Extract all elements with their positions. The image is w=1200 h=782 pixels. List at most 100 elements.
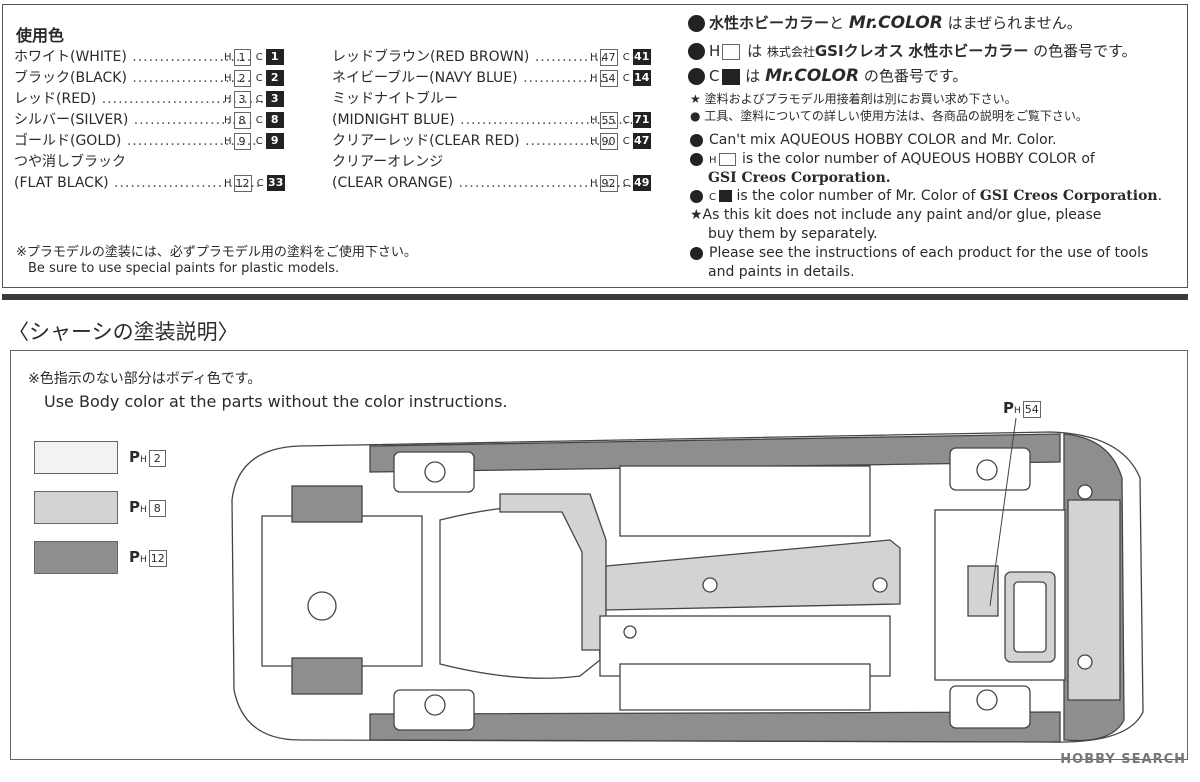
chassis-box [10,350,1188,760]
info-line-glue-jp: ★ 塗料およびプラモデル用接着剤は別にお買い求め下さい。 [690,92,1017,106]
h-number: 3 [233,90,251,108]
info-line-gsi-en: GSI Creos Corporation. [708,170,891,186]
exhaust-pipe-silver [499,493,607,651]
bullet-icon [688,68,705,85]
bullet-icon [688,43,705,60]
info-line-tools-en: Please see the instructions of each prod… [690,245,1148,261]
color-name: (FLAT BLACK) ........................... [14,175,262,191]
section-divider [2,294,1188,300]
rear-suspension [261,515,423,667]
legend-swatch-silver [34,491,118,524]
floor-panel-bottom [619,663,871,711]
rear-pad-dark [291,485,363,523]
top-rocker-dark [369,433,1061,473]
tow-hook-front-bottom [976,689,998,711]
callout-leader [989,417,1017,607]
color-name: ゴールド(GOLD) ........................ [14,133,258,149]
h-number: 1 [233,48,251,66]
info-line-h-en: H is the color number of AQUEOUS HOBBY C… [690,151,1095,167]
bullet-icon [690,246,703,260]
c-number: 3 [265,91,284,107]
c-number: 33 [266,175,285,191]
info-line-kit-en-2: buy them by separately. [708,226,878,242]
c-number: 8 [265,112,284,128]
color-name: (MIDNIGHT BLUE) ........................… [332,112,635,128]
color-name: レッド(RED) .............................. [14,91,266,107]
mount-circle [702,577,718,593]
info-line-h-jp: H は 株式会社GSIクレオス 水性ホビーカラー の色番号です。 [688,40,1137,61]
h-number: 9 [233,132,251,150]
floor-panel-top [619,465,871,537]
rear-pad-dark-2 [291,657,363,695]
front-crossmember-silver [1067,499,1121,701]
c-number: 2 [265,70,284,86]
c-number: 41 [632,49,651,65]
body-color-note-jp: ※色指示のない部分はボディ色です。 [28,371,262,387]
h-number: 12 [233,174,252,192]
h-box-icon [718,152,736,166]
tow-hook-top [424,461,446,483]
bullet-icon [690,189,703,203]
h-number: 2 [233,69,251,87]
color-name: ブラック(BLACK) ...................... [14,70,253,86]
color-row-name: ミッドナイトブルー [332,91,458,107]
info-line-kit-en: ★As this kit does not include any paint … [690,207,1102,223]
watermark: HOBBY SEARCH [1060,752,1186,767]
bullet-icon [690,133,703,147]
color-name: (CLEAR ORANGE) .........................… [332,175,633,191]
bottom-rocker-dark [369,711,1061,743]
h-number: 8 [233,111,251,129]
legend-swatch-flat-black [34,541,118,574]
color-row-name: クリアーオレンジ [332,154,444,170]
h-number: 47 [599,48,618,66]
c-box-icon [722,68,741,85]
info-line-c-jp: C は Mr.COLOR の色番号です。 [688,65,967,86]
mount-circle [1077,654,1093,670]
info-line-tools-en-2: and paints in details. [708,264,855,280]
color-name: レッドブラウン(RED BROWN) ............. [332,49,606,65]
h-number: 92 [599,174,618,192]
info-line-mix-en: Can't mix AQUEOUS HOBBY COLOR and Mr. Co… [690,132,1057,148]
c-number: 47 [632,133,651,149]
oil-pan-inner [1013,581,1047,653]
paint-note-en: Be sure to use special paints for plasti… [28,261,340,276]
driveshaft-silver [605,539,901,611]
color-name: ネイビーブルー(NAVY BLUE) ................ [332,70,611,86]
mount-circle [1077,484,1093,500]
c-number: 14 [632,70,651,86]
c-number: 49 [632,175,651,191]
front-steering-silver [967,565,999,617]
h-number: 55 [599,111,618,129]
color-name: ホワイト(WHITE) ...................... [14,49,253,65]
chassis-section-title: 〈シャーシの塗装説明〉 [8,320,239,344]
colors-title: 使用色 [16,26,65,45]
h-number: 54 [599,69,618,87]
bullet-icon [690,152,703,166]
c-box-icon [718,190,732,202]
c-number: 71 [632,112,651,128]
color-name: シルバー(SILVER) ...................... [14,112,254,128]
mount-circle [623,625,637,639]
paint-note-jp: ※プラモデルの塗装には、必ずプラモデル用の塗料をご使用下さい。 [16,245,417,260]
info-line-tools-jp: ● 工具、塗料についての詳しい使用方法は、各商品の説明をご覧下さい。 [690,109,1088,123]
c-number: 9 [265,133,284,149]
info-line-c-en: C is the color number of Mr. Color of GS… [690,188,1162,204]
color-chart-box [2,4,1188,288]
legend-swatch-white [34,441,118,474]
bullet-icon [688,15,705,32]
info-line-mix-jp: 水性ホビーカラーと Mr.COLOR はまぜられません。 [688,12,1082,33]
